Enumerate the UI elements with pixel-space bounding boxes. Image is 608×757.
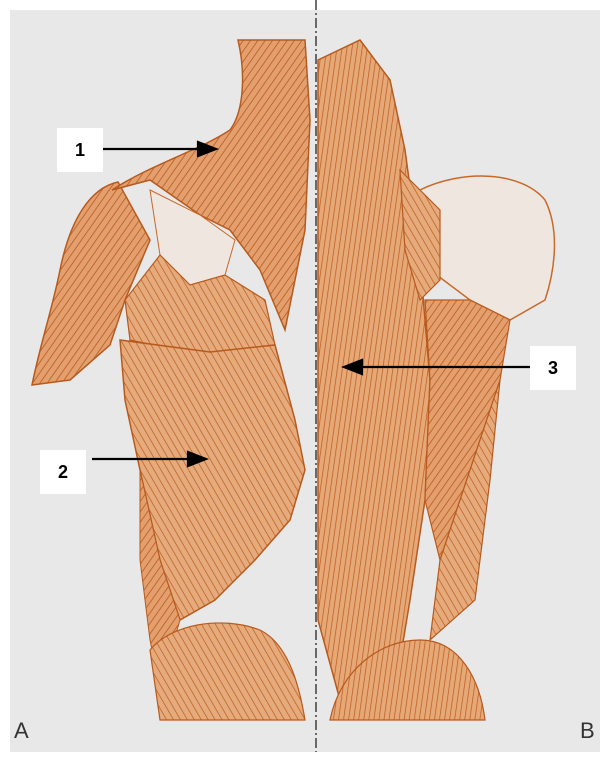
panel-label-b: B <box>580 718 595 744</box>
panel-label-a: A <box>14 718 29 744</box>
label-1: 1 <box>57 128 103 172</box>
label-3: 3 <box>530 346 576 390</box>
label-2: 2 <box>40 450 86 494</box>
